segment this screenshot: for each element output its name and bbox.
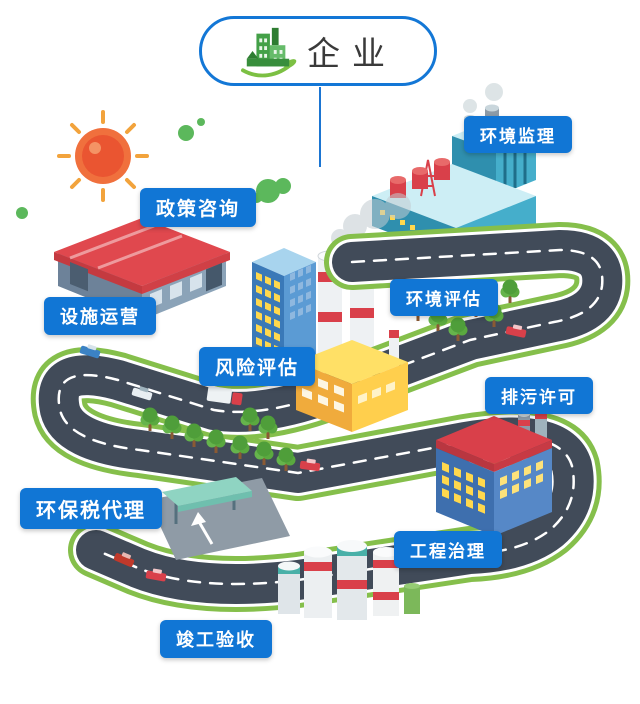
label-pollution-discharge-permit[interactable]: 排污许可	[485, 377, 593, 414]
label-environmental-tax-agency[interactable]: 环保税代理	[20, 488, 162, 529]
label-environmental-assessment[interactable]: 环境评估	[390, 279, 498, 316]
enterprise-pill[interactable]: 企业	[199, 16, 437, 86]
label-engineering-treatment[interactable]: 工程治理	[394, 531, 502, 568]
green-factory-icon	[241, 27, 297, 78]
car	[79, 344, 101, 359]
parking-lot	[148, 477, 290, 560]
enterprise-title: 企业	[307, 35, 397, 72]
red-blue-office-building	[436, 403, 552, 536]
warehouse-building	[54, 218, 230, 320]
car	[113, 552, 135, 567]
label-risk-assessment[interactable]: 风险评估	[199, 347, 316, 386]
label-policy-consulting[interactable]: 政策咨询	[140, 188, 257, 227]
connector-line	[319, 87, 321, 167]
label-facility-operation[interactable]: 设施运营	[44, 297, 156, 335]
truck	[206, 385, 243, 406]
car	[131, 386, 153, 401]
red-tanks	[390, 158, 450, 198]
car	[299, 458, 321, 472]
smoke-puffs	[331, 193, 411, 247]
sun-icon	[57, 110, 149, 202]
leaf-blob-icons	[16, 118, 291, 219]
label-completion-acceptance[interactable]: 竣工验收	[160, 620, 272, 658]
car	[145, 568, 167, 582]
car	[505, 324, 527, 338]
label-environmental-supervision[interactable]: 环境监理	[464, 116, 572, 153]
yellow-factory-building	[296, 330, 408, 432]
